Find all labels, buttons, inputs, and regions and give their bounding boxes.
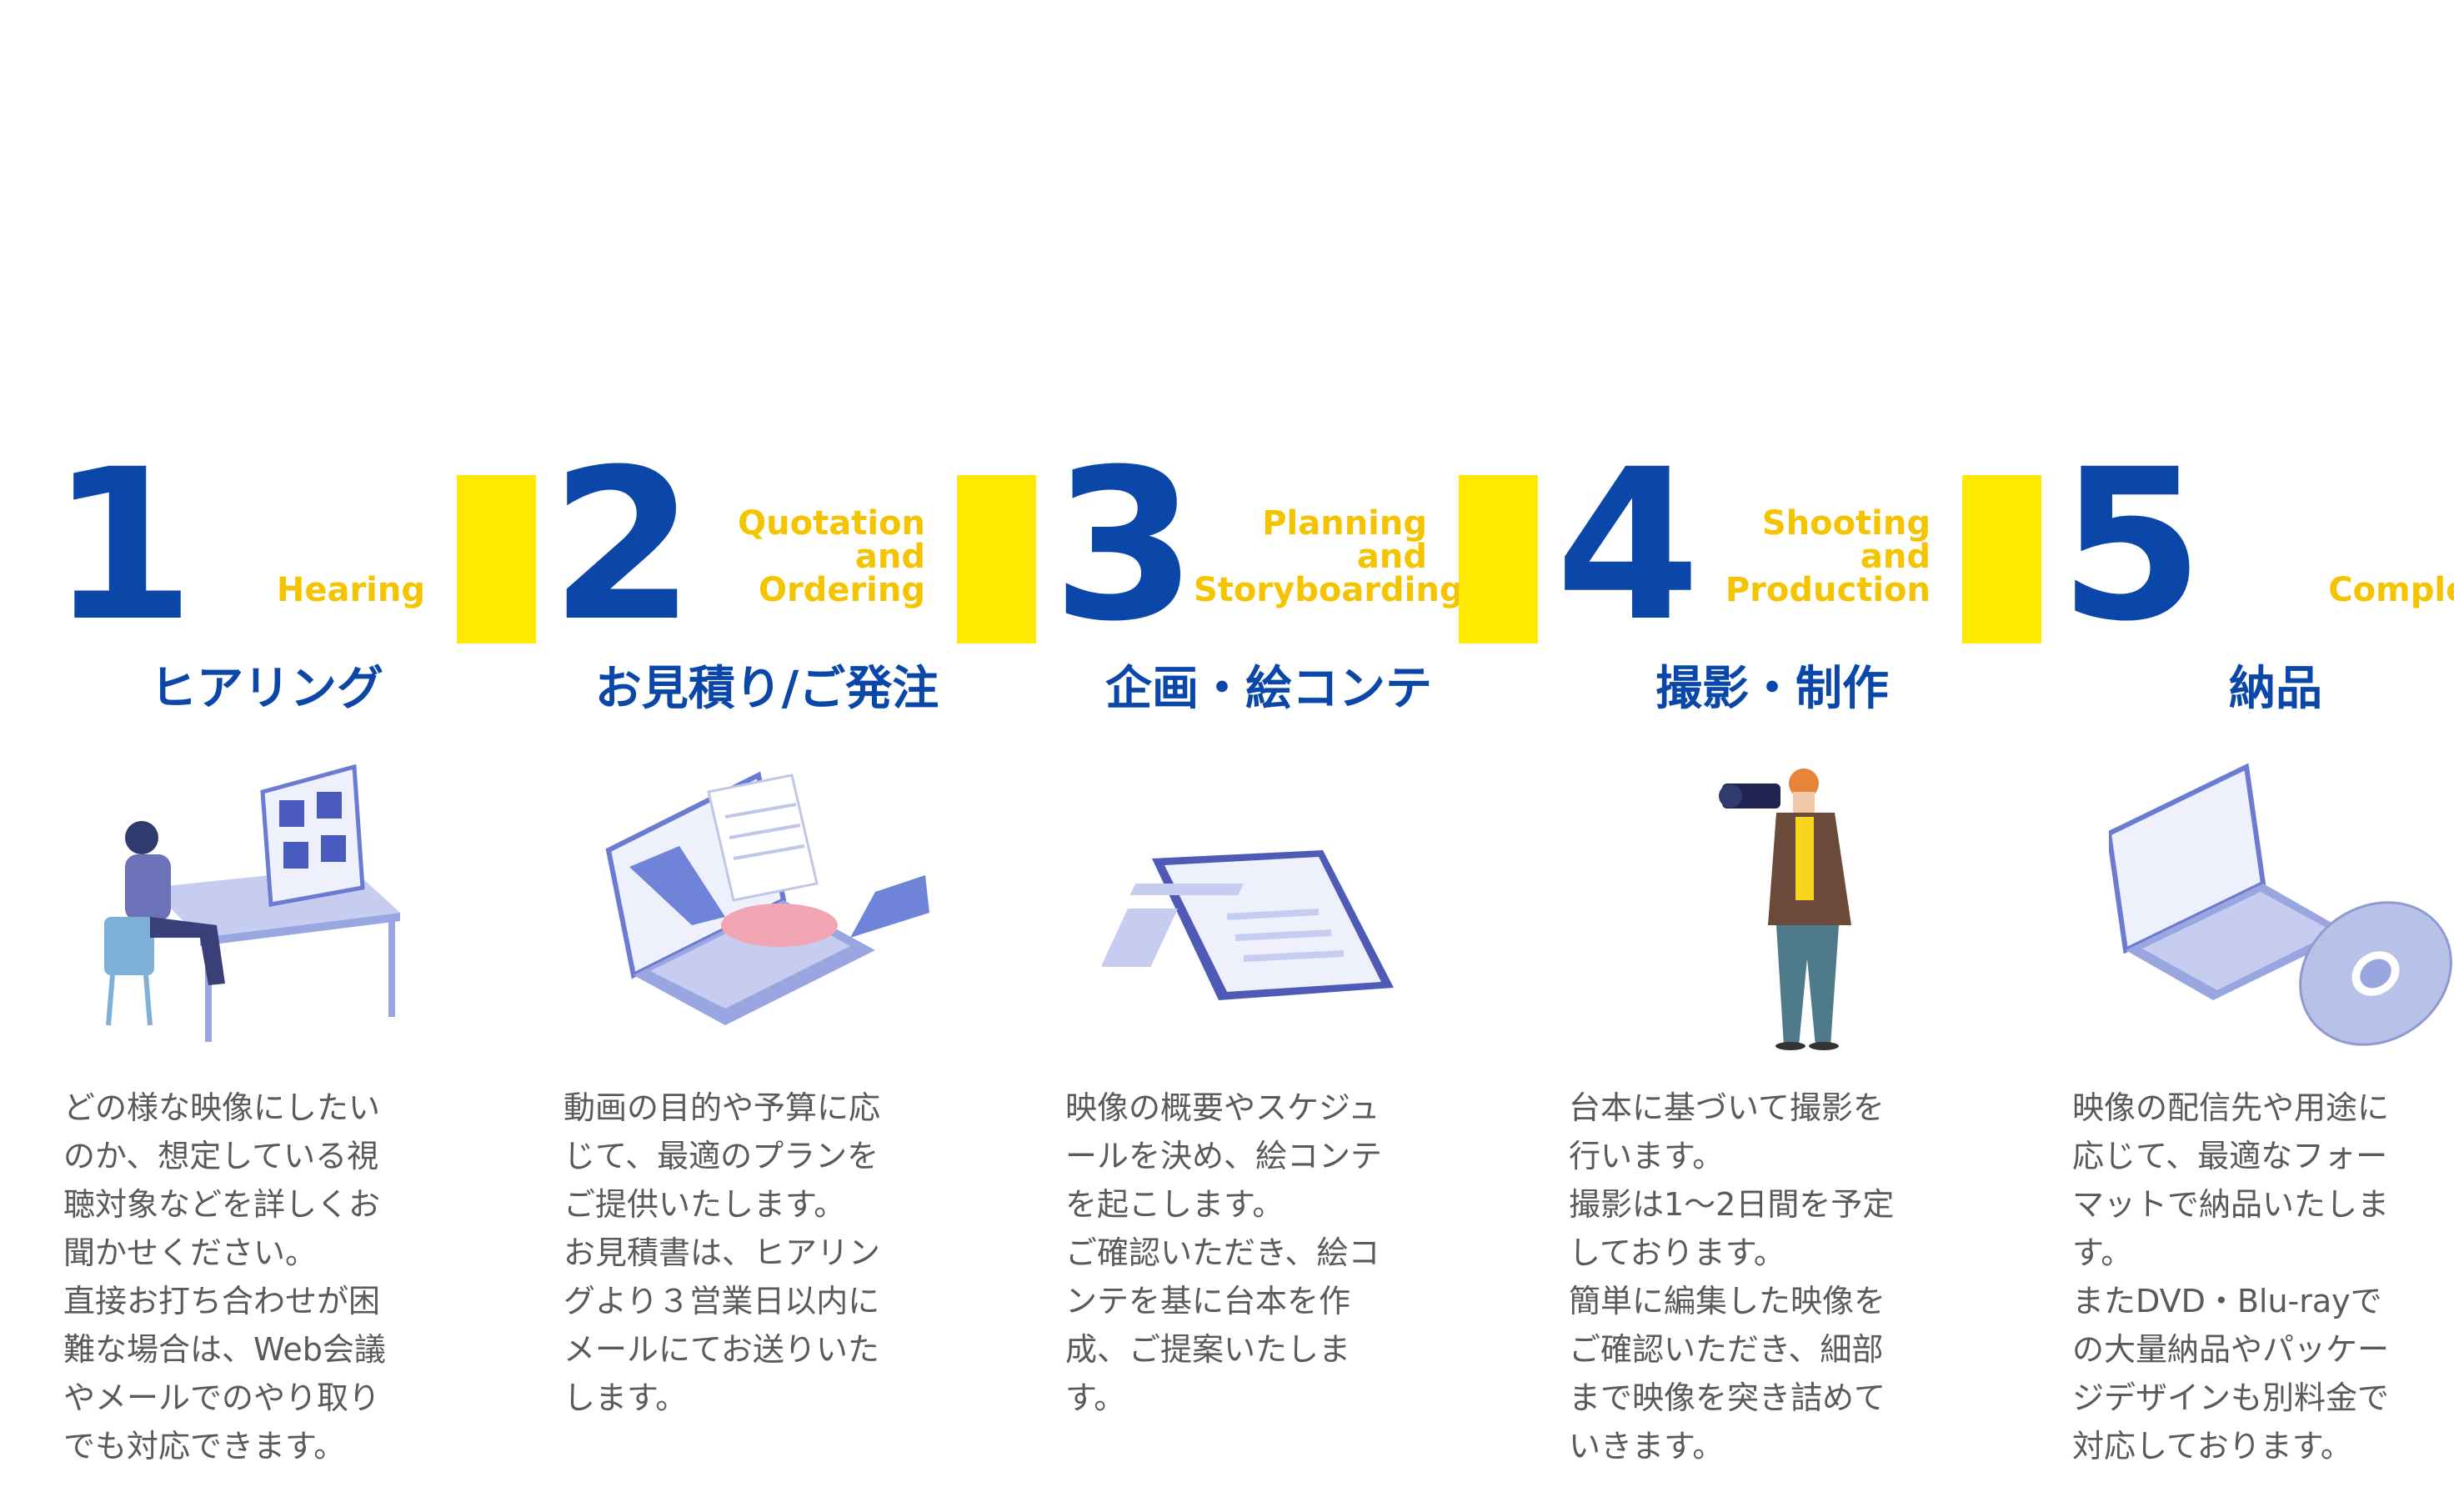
desc-line: いきます。 bbox=[1569, 1428, 1725, 1464]
desc-line: のか、想定している視 bbox=[63, 1138, 379, 1174]
yellow-accent-bar bbox=[457, 475, 536, 643]
english-line: Quotation bbox=[738, 504, 925, 543]
step-description: 動画の目的や予算に応 じて、最適のプランを ご提供いたします。 お見積書は、ヒア… bbox=[563, 1084, 930, 1422]
english-line: Production bbox=[1725, 571, 1931, 609]
english-line: Storyboarding bbox=[1194, 571, 1464, 609]
step-1: 1 Hearing ヒアリング どの様な映像にしたい のか、想定している視 聴対… bbox=[50, 424, 536, 1509]
step-title: 納品 bbox=[2229, 662, 2322, 716]
desc-line: 映像の配信先や用途に bbox=[2072, 1089, 2390, 1126]
english-line: Hearing bbox=[276, 571, 425, 609]
desc-line: グより３営業日以内に bbox=[563, 1283, 880, 1319]
desc-line: でも対応できます。 bbox=[63, 1428, 346, 1464]
step-title: お見積り/ご発注 bbox=[594, 662, 939, 716]
english-line: and bbox=[1356, 538, 1427, 576]
yellow-accent-bar bbox=[1962, 475, 2041, 643]
desc-line: 成、ご提案いたしま bbox=[1065, 1331, 1351, 1368]
english-line: Shooting bbox=[1761, 504, 1931, 543]
desc-line: やメールでのやり取り bbox=[63, 1379, 381, 1416]
step-4: 4 Shooting and Production 撮影・制作 台本に基づいて撮… bbox=[1555, 424, 2041, 1509]
desc-line: 聞かせください。 bbox=[63, 1234, 318, 1271]
desc-line: 台本に基づいて撮影を bbox=[1569, 1089, 1885, 1126]
step-number: 5 bbox=[2059, 424, 2204, 667]
step-5: 5 Completion 納品 映像の配信先や用途に 応じて、最適なフォー マッ… bbox=[2059, 442, 2454, 1509]
english-line: and bbox=[1860, 538, 1931, 576]
english-line: Ordering bbox=[758, 571, 925, 609]
handshake-laptop-icon bbox=[600, 759, 950, 1050]
desc-line: どの様な映像にしたい bbox=[63, 1089, 381, 1126]
desc-line: 行います。 bbox=[1569, 1138, 1725, 1174]
desc-line: ジデザインも別料金で bbox=[2072, 1379, 2390, 1416]
desc-line: ご確認いただき、絵コ bbox=[1065, 1234, 1380, 1271]
desc-line: 映像の概要やスケジュ bbox=[1065, 1089, 1380, 1126]
desc-line: の大量納品やパッケー bbox=[2072, 1331, 2390, 1368]
tablet-document-icon bbox=[1100, 759, 1452, 1050]
desc-line: 簡単に編集した映像を bbox=[1569, 1283, 1886, 1319]
desc-line: またDVD・Blu-rayで bbox=[2072, 1283, 2382, 1319]
desc-line: 対応しております。 bbox=[2072, 1428, 2352, 1464]
desc-line: ールを決め、絵コンテ bbox=[1065, 1138, 1383, 1174]
desc-line: お見積書は、ヒアリン bbox=[563, 1234, 881, 1271]
desc-line: まで映像を突き詰めて bbox=[1569, 1379, 1886, 1416]
camera-operator-icon bbox=[1605, 759, 1956, 1050]
step-english-label: Completion bbox=[2309, 573, 2454, 607]
step-number: 2 bbox=[550, 424, 695, 667]
desc-line: ご提供いたします。 bbox=[563, 1186, 846, 1223]
step-2: 2 Quotation and Ordering お見積り/ご発注 動画の目的や… bbox=[550, 424, 1036, 1509]
step-description: 台本に基づいて撮影を 行います。 撮影は1〜2日間を予定 しております。 簡単に… bbox=[1569, 1084, 1936, 1470]
step-3: 3 Planning and Storyboarding 企画・絵コンテ 映像の… bbox=[1052, 424, 1538, 1509]
desc-line: ンテを基に台本を作 bbox=[1065, 1283, 1351, 1319]
desc-line: マットで納品いたしま bbox=[2072, 1186, 2390, 1223]
step-english-label: Shooting and Production bbox=[1697, 507, 1931, 607]
step-description: どの様な映像にしたい のか、想定している視 聴対象などを詳しくお 聞かせください… bbox=[63, 1084, 430, 1470]
yellow-accent-bar bbox=[957, 475, 1036, 643]
desc-line: 撮影は1〜2日間を予定 bbox=[1569, 1186, 1895, 1223]
step-title: 企画・絵コンテ bbox=[1105, 662, 1432, 716]
step-title: ヒアリング bbox=[150, 662, 383, 716]
step-title: 撮影・制作 bbox=[1655, 662, 1889, 716]
step-english-label: Quotation and Ordering bbox=[692, 507, 925, 607]
step-english-label: Planning and Storyboarding bbox=[1194, 504, 1464, 609]
desc-line: 聴対象などを詳しくお bbox=[63, 1186, 381, 1223]
step-number: 3 bbox=[1052, 424, 1197, 667]
desc-line: 動画の目的や予算に応 bbox=[563, 1089, 881, 1126]
desc-line: 難な場合は、Web会議 bbox=[63, 1331, 386, 1368]
english-line: Completion bbox=[2328, 571, 2454, 609]
step-number: 4 bbox=[1555, 424, 1700, 667]
desc-line: しております。 bbox=[1569, 1234, 1785, 1271]
yellow-accent-bar bbox=[1459, 475, 1538, 643]
step-english-label: Hearing bbox=[192, 573, 425, 607]
english-line: Planning bbox=[1262, 504, 1427, 543]
desc-line: す。 bbox=[1065, 1379, 1126, 1416]
desc-line: を起こします。 bbox=[1065, 1186, 1285, 1223]
laptop-disc-icon bbox=[2106, 759, 2454, 1050]
step-description: 映像の概要やスケジュ ールを決め、絵コンテ を起こします。 ご確認いただき、絵コ… bbox=[1065, 1084, 1432, 1422]
desc-line: じて、最適のプランを bbox=[563, 1138, 879, 1174]
step-number: 1 bbox=[50, 424, 195, 667]
desc-line: メールにてお送りいた bbox=[563, 1331, 879, 1368]
desc-line: 応じて、最適なフォー bbox=[2072, 1138, 2388, 1174]
english-line: and bbox=[854, 538, 925, 576]
desc-line: ご確認いただき、細部 bbox=[1569, 1331, 1884, 1368]
desc-line: 直接お打ち合わせが困 bbox=[63, 1283, 381, 1319]
step-description: 映像の配信先や用途に 応じて、最適なフォー マットで納品いたしま す。 またDV… bbox=[2072, 1084, 2439, 1470]
desc-line: します。 bbox=[563, 1379, 688, 1416]
video-conference-icon bbox=[100, 759, 450, 1050]
desc-line: す。 bbox=[2072, 1234, 2133, 1271]
